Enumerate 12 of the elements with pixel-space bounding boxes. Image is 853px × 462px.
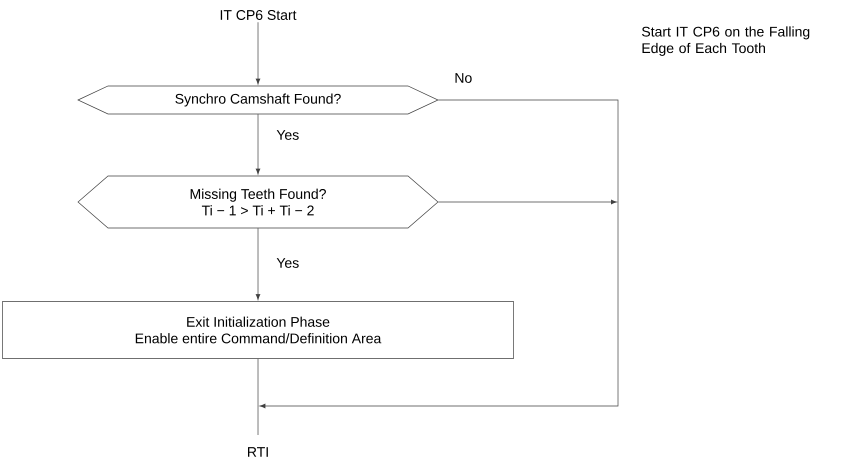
- arrow: [260, 100, 618, 408]
- terminal-label: IT CP6 Start: [220, 10, 296, 20]
- process-box: Exit Initialization Phase Enable entire Command/Definition Area: [2, 301, 514, 359]
- edge-label: Yes: [276, 258, 299, 268]
- arrow: [438, 200, 617, 204]
- edge-label: Yes: [276, 130, 299, 140]
- arrow: [256, 114, 260, 174]
- arrow: [256, 228, 260, 300]
- terminal-label: RTI: [248, 447, 268, 457]
- edge-label: No: [456, 73, 472, 83]
- arrow: [256, 22, 260, 84]
- note-text: Start IT CP6 on the Falling Edge of Each Tooth: [642, 26, 810, 56]
